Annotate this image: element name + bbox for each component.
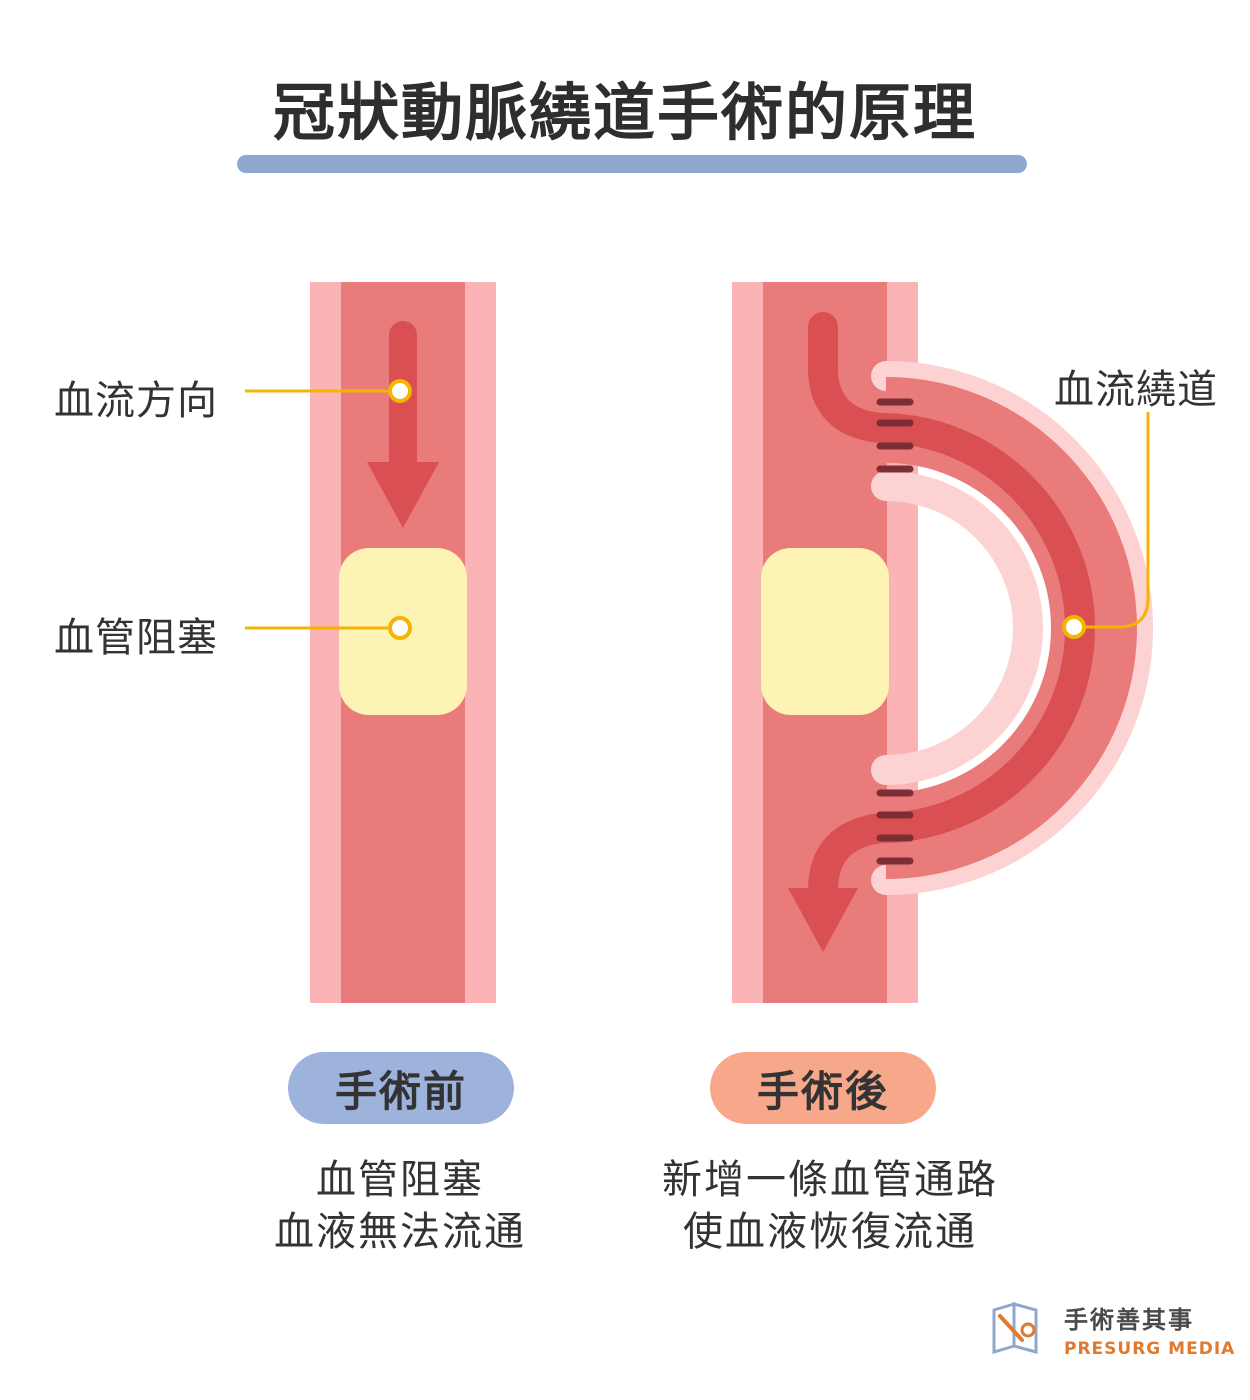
page-title: 冠狀動脈繞道手術的原理 [272,76,977,149]
bypass-graft-outer [871,361,1153,895]
before-caption-line2: 血液無法流通 [274,1209,526,1255]
title-underline [237,155,1027,173]
label-bypass: 血流繞道 [1054,367,1218,413]
suture-marks-top [876,398,914,473]
callout-blockage-marker [245,616,412,640]
after-caption: 新增一條血管通路 使血液恢復流通 [600,1154,1060,1258]
label-blockage: 血管阻塞 [54,615,218,661]
callout-bypass-marker [1062,412,1150,639]
logo-name-zh: 手術善其事 [1064,1306,1194,1334]
plaque-after [761,548,889,715]
suture-marks-bottom [876,789,914,865]
logo-icon [992,1301,1038,1355]
label-flow-direction: 血流方向 [54,378,218,424]
logo-name-en: PRESURG MEDIA [1064,1339,1236,1359]
before-caption: 血管阻塞 血液無法流通 [200,1154,600,1258]
after-caption-line2: 使血液恢復流通 [683,1209,977,1255]
callout-flow-direction-marker [245,379,412,403]
logo: 手術善其事 PRESURG MEDIA [1064,1300,1235,1359]
before-label-pill: 手術前 [288,1052,514,1124]
flow-arrow-head [367,462,439,528]
after-caption-line1: 新增一條血管通路 [662,1157,998,1203]
after-label-pill: 手術後 [710,1052,936,1124]
before-caption-line1: 血管阻塞 [316,1157,484,1203]
bypass-graft-inner-edge [871,471,1043,785]
